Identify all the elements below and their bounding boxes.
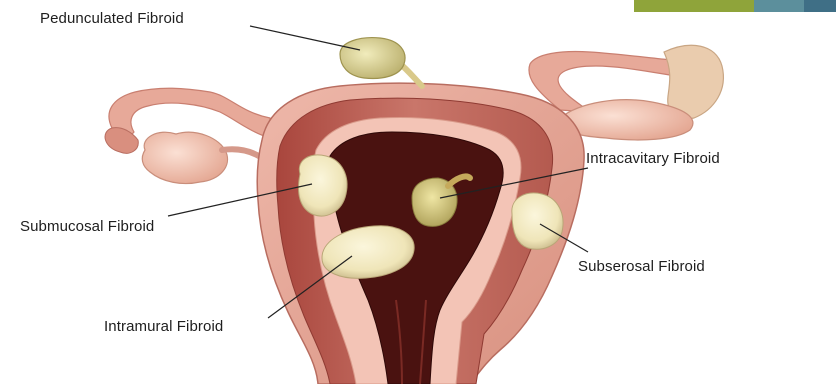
- label-subserosal-fibroid: Subserosal Fibroid: [578, 258, 705, 275]
- leader-pedunculated: [250, 26, 360, 50]
- label-pedunculated-fibroid: Pedunculated Fibroid: [40, 10, 184, 27]
- pedunculated-fibroid: [340, 38, 405, 79]
- label-submucosal-fibroid: Submucosal Fibroid: [20, 218, 154, 235]
- subserosal-fibroid: [512, 193, 563, 249]
- label-intramural-fibroid: Intramural Fibroid: [104, 318, 223, 335]
- label-intracavitary-fibroid: Intracavitary Fibroid: [586, 150, 720, 167]
- left-ovary: [142, 132, 227, 183]
- left-fallopian-tube: [109, 88, 270, 138]
